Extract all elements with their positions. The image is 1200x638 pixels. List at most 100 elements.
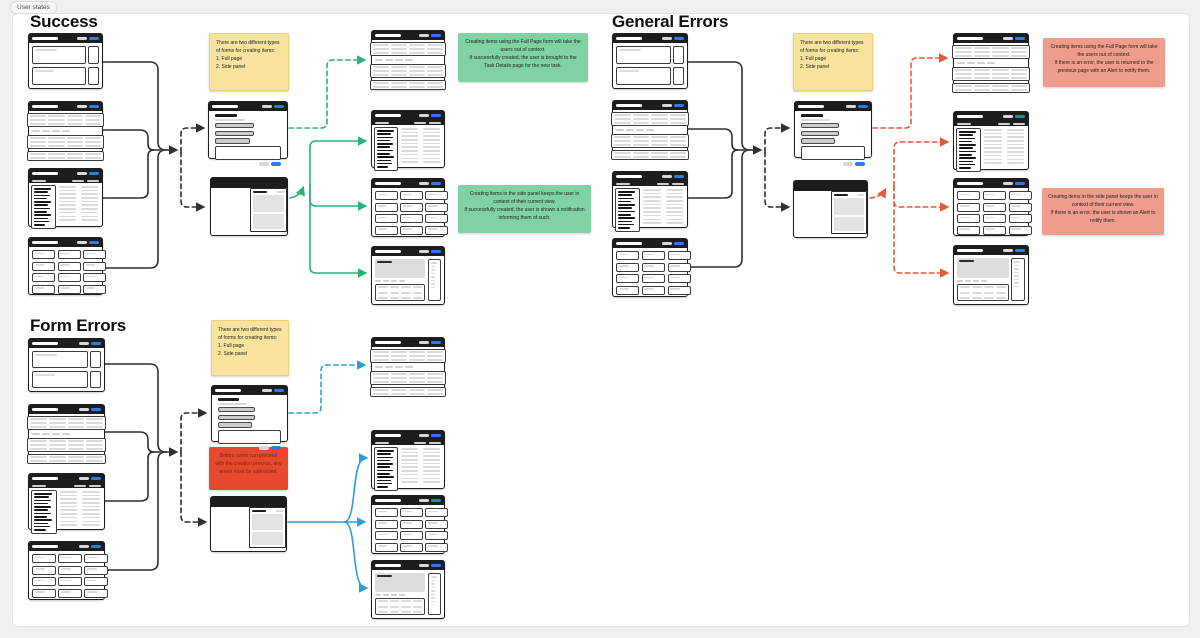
wireframe-table[interactable] xyxy=(611,100,689,160)
mini-blue-button xyxy=(674,103,684,108)
wireframe-sidepanel[interactable] xyxy=(210,496,287,552)
wireframe-kanban[interactable] xyxy=(371,178,448,237)
mini-gray-button xyxy=(419,433,429,438)
mini-gray-button xyxy=(262,104,272,109)
mini-gray-button xyxy=(79,407,89,412)
mini-blue-button xyxy=(274,104,284,109)
section-title-general-errors[interactable]: General Errors xyxy=(612,12,729,31)
note-form-validation[interactable]: Before users can proceed with the creati… xyxy=(209,447,288,490)
mini-blue-button xyxy=(858,104,868,109)
mini-window-header xyxy=(372,247,444,256)
mini-window-header xyxy=(372,561,444,570)
mini-window-header xyxy=(212,386,287,395)
mini-title-line xyxy=(32,37,58,40)
wireframe-table[interactable] xyxy=(952,33,1030,93)
mini-blue-button xyxy=(431,249,441,254)
mini-blue-button xyxy=(431,563,441,568)
mini-gray-button xyxy=(1003,248,1013,253)
mini-gray-button xyxy=(419,181,429,186)
mini-title-line xyxy=(616,37,642,40)
mini-blue-button xyxy=(91,544,101,549)
mini-title-line xyxy=(212,105,238,108)
mini-blue-button xyxy=(674,241,684,246)
wireframe-modal[interactable] xyxy=(211,385,288,450)
wireframe-sidepanel[interactable] xyxy=(793,180,868,238)
wireframe-listdense[interactable] xyxy=(612,171,688,232)
mini-window-header xyxy=(29,474,104,483)
mini-gray-button xyxy=(419,498,429,503)
wireframe-table[interactable] xyxy=(370,30,446,90)
mini-window-header xyxy=(954,246,1028,255)
mini-window-header xyxy=(613,172,687,181)
wireframe-details[interactable] xyxy=(371,560,445,619)
mini-blue-button xyxy=(1015,114,1025,119)
mini-gray-button xyxy=(419,340,429,345)
mini-title-line xyxy=(375,182,401,185)
wireframe-details[interactable] xyxy=(371,246,445,305)
mini-title-line xyxy=(798,105,824,108)
wireframe-listdense[interactable] xyxy=(28,473,105,534)
mini-blue-button xyxy=(431,433,441,438)
note-form-types-form-errors[interactable]: There are two different types of forms f… xyxy=(211,320,289,376)
wireframe-listdense[interactable] xyxy=(371,110,445,171)
mini-cancel-button xyxy=(259,162,269,166)
wireframe-kanban[interactable] xyxy=(28,237,106,295)
wireframe-listdense[interactable] xyxy=(28,168,103,229)
wireframe-kanban[interactable] xyxy=(371,495,448,554)
wireframe-table[interactable] xyxy=(370,337,446,397)
wireframe-table[interactable] xyxy=(27,101,104,161)
frame-name-tag[interactable]: User states xyxy=(10,1,57,15)
note-form-types-success[interactable]: There are two different types of forms f… xyxy=(209,33,289,91)
mini-title-line xyxy=(957,115,983,118)
mini-title-line xyxy=(375,434,401,437)
mini-window-header xyxy=(795,102,871,111)
section-title-success[interactable]: Success xyxy=(30,12,98,31)
mini-title-line xyxy=(375,499,401,502)
mini-title-line xyxy=(375,250,401,253)
note-form-types-general-errors[interactable]: There are two different types of forms f… xyxy=(793,33,873,91)
wireframe-dashboard[interactable] xyxy=(28,33,103,89)
mini-window-header xyxy=(29,238,102,247)
mini-window-header xyxy=(209,102,287,111)
note-fullpage-success[interactable]: Creating items using the Full Page form … xyxy=(458,33,588,82)
mini-gray-button xyxy=(77,104,87,109)
mini-blue-button xyxy=(431,113,441,118)
note-sidepanel-success[interactable]: Creating items in the side panel keeps t… xyxy=(458,185,591,233)
wireframe-listdense[interactable] xyxy=(371,430,445,491)
wireframe-details[interactable] xyxy=(953,245,1029,305)
wireframe-listdense[interactable] xyxy=(953,111,1029,172)
mini-blue-button xyxy=(91,341,101,346)
section-title-form-errors[interactable]: Form Errors xyxy=(30,316,127,335)
mini-blue-button xyxy=(431,181,441,186)
wireframe-modal[interactable] xyxy=(794,101,872,166)
mini-title-line xyxy=(616,242,642,245)
wireframe-dashboard[interactable] xyxy=(612,33,688,89)
mini-gray-button xyxy=(662,36,672,41)
mini-window-header xyxy=(613,239,687,248)
mini-title-line xyxy=(375,114,401,117)
mini-title-line xyxy=(616,104,642,107)
mini-blue-button xyxy=(1015,36,1025,41)
wireframe-kanban[interactable] xyxy=(28,541,108,600)
wireframe-dashboard[interactable] xyxy=(28,338,105,392)
mini-window-header xyxy=(372,31,444,40)
wireframe-modal[interactable] xyxy=(208,101,288,166)
wireframe-kanban[interactable] xyxy=(612,238,691,297)
wireframe-kanban[interactable] xyxy=(953,178,1032,236)
wireframe-table[interactable] xyxy=(27,404,106,464)
mini-window-header xyxy=(372,338,444,347)
mini-window-header xyxy=(954,112,1028,121)
note-fullpage-error[interactable]: Creating items using the Full Page form … xyxy=(1043,38,1165,87)
note-sidepanel-error[interactable]: Creating items in the side panel keeps t… xyxy=(1042,188,1164,235)
mini-window-header xyxy=(613,101,687,110)
mini-cancel-button xyxy=(843,162,853,166)
mini-submit-button xyxy=(855,162,865,166)
mini-title-line xyxy=(957,249,983,252)
mini-gray-button xyxy=(77,171,87,176)
mini-title-line xyxy=(32,105,58,108)
mini-window-header xyxy=(29,339,104,348)
mini-title-line xyxy=(32,241,58,244)
mini-title-line xyxy=(32,545,58,548)
wireframe-sidepanel[interactable] xyxy=(210,177,288,236)
